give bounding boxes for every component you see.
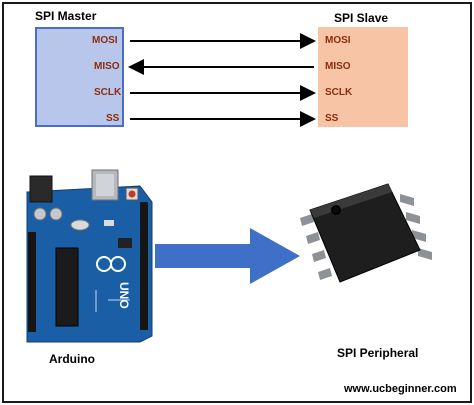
master-pin-ss: SS: [106, 113, 120, 124]
soic-8-chip-icon: [300, 183, 432, 283]
slave-pin-sclk: SCLK: [325, 87, 353, 98]
slave-pin-mosi: MOSI: [325, 35, 351, 46]
arduino-caption: Arduino: [49, 352, 95, 366]
big-blue-arrow: [155, 228, 300, 284]
spi-peripheral-caption: SPI Peripheral: [337, 346, 419, 360]
spi-master-title: SPI Master: [35, 9, 97, 23]
arduino-board: UNO: [26, 169, 153, 343]
board-uno-text: UNO: [117, 282, 131, 309]
slave-pin-ss: SS: [325, 113, 339, 124]
spi-slave-title: SPI Slave: [334, 11, 389, 25]
master-pin-miso: MISO: [94, 61, 120, 72]
website-url: www.ucbeginner.com: [344, 383, 457, 395]
master-pin-sclk: SCLK: [94, 87, 122, 98]
spi-slave-box: [318, 27, 408, 127]
master-pin-mosi: MOSI: [92, 35, 118, 46]
slave-pin-miso: MISO: [325, 61, 351, 72]
spi-master-box: [35, 27, 124, 127]
